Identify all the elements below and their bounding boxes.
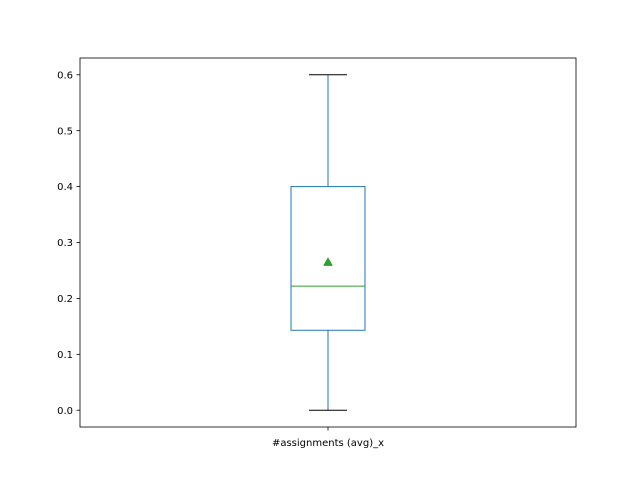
x-axis: #assignments (avg)_x <box>272 427 384 449</box>
y-tick-label: 0.0 <box>57 406 73 417</box>
y-tick-label: 0.4 <box>57 182 73 193</box>
x-tick-label: #assignments (avg)_x <box>272 438 384 449</box>
mean-marker <box>323 257 333 266</box>
y-tick-label: 0.2 <box>57 294 73 305</box>
plot-area <box>290 74 366 411</box>
interquartile-box <box>290 186 366 331</box>
y-tick-label: 0.1 <box>57 350 73 361</box>
y-tick-label: 0.5 <box>57 126 73 137</box>
axes-frame <box>79 57 577 428</box>
y-tick-label: 0.3 <box>57 238 73 249</box>
y-axis: 0.0 0.1 0.2 0.3 0.4 0.5 0.6 <box>57 70 80 417</box>
y-tick-label: 0.6 <box>57 70 73 81</box>
